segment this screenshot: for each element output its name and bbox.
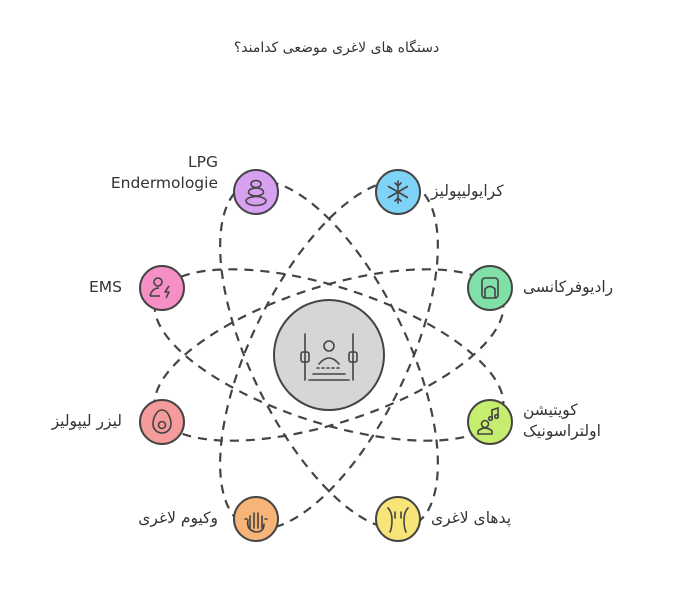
label-vacuum-line-1: وکیوم لاغری [138,509,218,527]
label-ems-line-1: EMS [88,278,122,296]
diagram-title: دستگاه های لاغری موضعی کدامند؟ [233,40,440,56]
label-laser: لیزر لیپولیز [52,411,122,432]
label-ems: EMS [89,277,122,298]
label-cavitation-line-1: کویتیشن [523,401,578,419]
node-cavitation [467,399,513,445]
label-cavitation: کویتیشن اولتراسونیک [523,400,601,442]
node-rf [467,265,513,311]
center-hub [273,299,385,411]
label-pads-line-1: پدهای لاغری [431,509,512,527]
node-vacuum [233,496,279,542]
avocado-icon [152,409,172,434]
label-rf: رادیوفرکانسی [523,277,613,298]
gym-station-icon [300,333,358,381]
snowflake-icon [387,180,409,204]
label-laser-line-1: لیزر لیپولیز [51,412,122,430]
user-bolt-icon [149,277,170,299]
label-pads: پدهای لاغری [431,508,511,529]
hand-icon [244,512,268,533]
node-lpg [233,169,279,215]
label-cryo-line-1: کرایولیپولیز [431,182,504,200]
label-rf-line-1: رادیوفرکانسی [523,278,614,296]
label-vacuum: وکیوم لاغری [138,508,218,529]
label-lpg: LPG Endermologie [111,152,218,194]
label-lpg-line-2: Endermologie [110,174,218,192]
node-ems [139,265,185,311]
label-lpg-line-1: LPG [188,153,218,171]
stacked-stones-icon [245,179,267,207]
device-icon [481,277,499,299]
user-sound-icon [477,406,500,435]
node-pads [375,496,421,542]
label-cryo: کرایولیپولیز [431,181,504,202]
label-cavitation-line-2: اولتراسونیک [523,422,601,440]
node-cryo [375,169,421,215]
torso-icon [387,507,409,533]
node-laser [139,399,185,445]
